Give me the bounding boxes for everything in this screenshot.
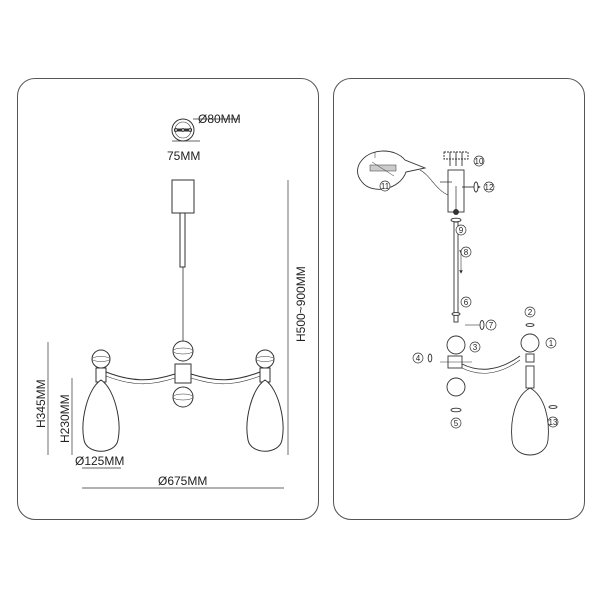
terminal-callout xyxy=(357,150,427,190)
assembly-ball-top xyxy=(446,335,466,355)
callout-12-label: 12 xyxy=(485,183,494,192)
central-hub xyxy=(174,363,192,384)
overall-diameter-label: Ø675MM xyxy=(158,474,207,488)
callout-6-label: 6 xyxy=(464,298,469,307)
callout-10 xyxy=(473,155,485,167)
left-lamp xyxy=(82,349,120,452)
callout-8-label: 8 xyxy=(464,248,469,257)
assembly-lamp xyxy=(511,323,558,456)
canopy-top-view xyxy=(171,118,240,142)
callout-2 xyxy=(524,306,536,318)
callout-5 xyxy=(450,417,462,429)
callout-7-label: 7 xyxy=(489,321,494,330)
right-arm xyxy=(190,371,261,381)
callout-4-label: 4 xyxy=(416,354,421,363)
callout-11 xyxy=(379,180,391,192)
callout-1 xyxy=(545,337,557,349)
callout-1-label: 1 xyxy=(549,339,554,348)
shade-height-label: H230MM xyxy=(58,394,72,443)
central-ball-top xyxy=(172,340,194,362)
callout-6 xyxy=(460,296,472,308)
overall-height-label: H500~900MM xyxy=(294,266,308,342)
canopy-hole-spacing-label: 75MM xyxy=(167,149,200,163)
callout-3 xyxy=(469,341,481,353)
screw-12 xyxy=(462,181,481,193)
assembly-rod xyxy=(453,221,459,323)
callout-9-label: 9 xyxy=(459,226,464,235)
left-arm xyxy=(105,371,176,381)
callout-5-label: 5 xyxy=(454,419,459,428)
callout-8 xyxy=(460,246,472,258)
callout-7 xyxy=(485,319,497,331)
nut-9 xyxy=(450,217,462,223)
dimension-drawing xyxy=(47,118,289,489)
part-callouts xyxy=(379,155,559,429)
assembly-drawing xyxy=(357,150,558,456)
assembly-ball-bottom xyxy=(446,377,466,397)
callout-10-label: 10 xyxy=(475,157,484,166)
callout-11-label: 11 xyxy=(381,182,390,191)
callout-13-label: 13 xyxy=(549,418,558,427)
canopy xyxy=(171,179,195,214)
callout-12 xyxy=(483,181,495,193)
shade-diameter-label: Ø125MM xyxy=(75,454,124,468)
callout-3-label: 3 xyxy=(473,343,478,352)
suspension-rod xyxy=(179,212,186,268)
callout-9 xyxy=(455,224,467,236)
arm-height-label: H345MM xyxy=(34,379,48,428)
central-ball-bottom xyxy=(172,386,194,408)
right-lamp xyxy=(246,349,284,452)
callout-2-label: 2 xyxy=(528,308,533,317)
canopy-diameter-label: Ø80MM xyxy=(198,112,241,126)
callout-13 xyxy=(547,416,559,428)
callout-4 xyxy=(412,352,424,364)
